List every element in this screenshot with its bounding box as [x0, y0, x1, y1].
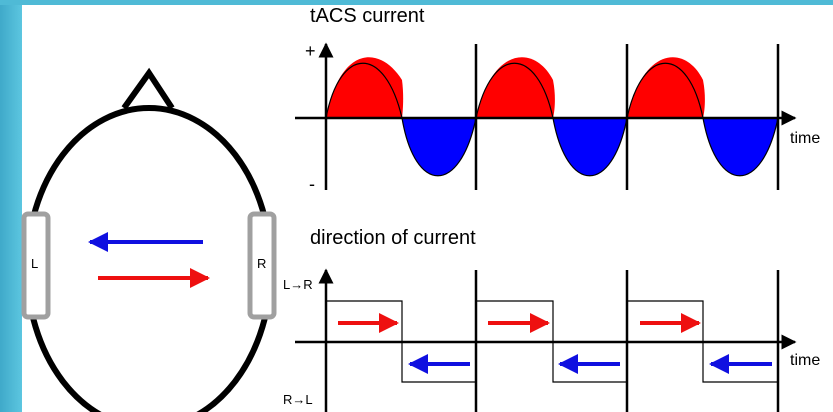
direction-title: direction of current	[310, 227, 476, 249]
tacs-negative-lobe-2	[553, 118, 627, 176]
head-outline	[24, 105, 274, 412]
tacs-waveform	[325, 57, 779, 177]
direction-rl-label: R→L	[283, 392, 313, 407]
direction-x-label: time	[790, 352, 820, 369]
tacs-panel: tACS current + - time	[295, 5, 820, 194]
right-electrode-label: R	[257, 256, 266, 271]
tacs-title: tACS current	[310, 5, 425, 27]
tacs-x-label: time	[790, 130, 820, 147]
nose-shape	[121, 67, 175, 110]
slide-left-border	[0, 0, 22, 412]
tacs-negative-lobe-1	[402, 118, 476, 176]
left-electrode	[21, 211, 51, 320]
tacs-plus-label: +	[305, 41, 316, 61]
slide-top-border	[0, 0, 833, 5]
head-diagram: L R	[21, 67, 277, 412]
tacs-minus-label: -	[309, 174, 315, 194]
direction-panel: direction of current L→R R→L time	[283, 227, 820, 412]
direction-lr-label: L→R	[283, 277, 313, 292]
left-electrode-label: L	[31, 256, 38, 271]
tacs-negative-lobe-3	[703, 118, 778, 176]
right-electrode	[247, 211, 277, 320]
